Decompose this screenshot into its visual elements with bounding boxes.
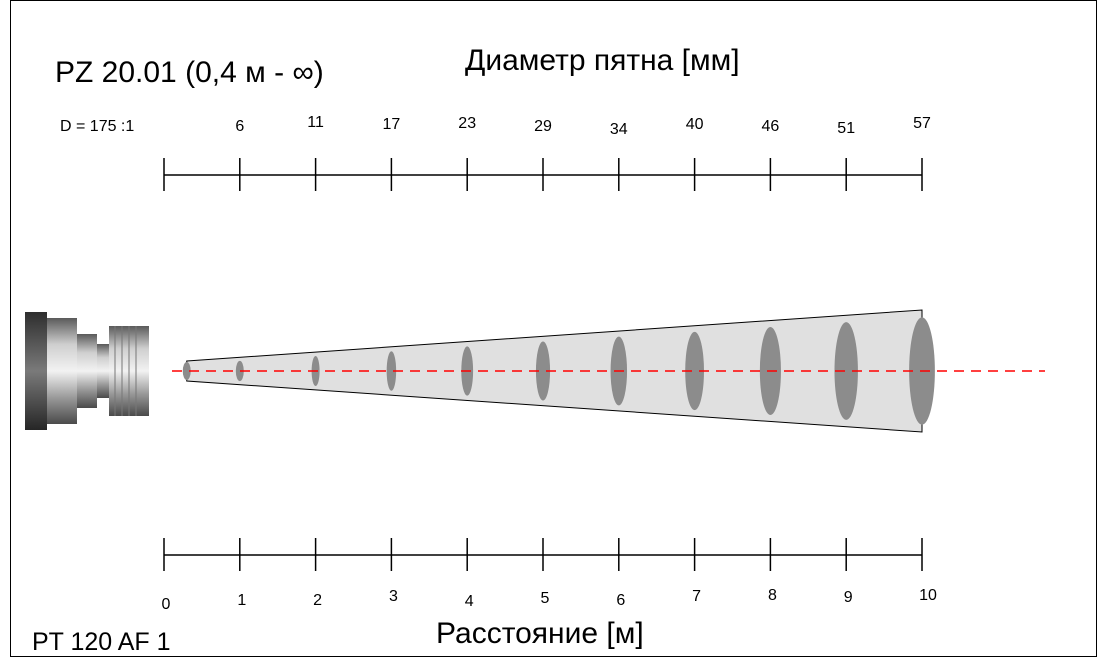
distance-label: 0 (162, 596, 171, 613)
distance-label: 10 (919, 587, 937, 604)
distance-label: 8 (768, 587, 777, 604)
spot-diameter-label: 51 (837, 120, 855, 137)
spot-ellipse (386, 351, 397, 391)
bottom-scale (163, 538, 923, 571)
spot-ellipse (535, 341, 551, 401)
spot-diameter-label: 11 (307, 114, 324, 131)
distance-label: 5 (541, 590, 550, 607)
spot-ellipse (235, 360, 244, 382)
distance-label: 2 (313, 592, 322, 609)
distance-labels: 0 1 2 3 4 5 6 7 8 9 10 (162, 587, 937, 613)
spot-diameter-label: 6 (235, 118, 244, 135)
distance-label: 7 (692, 588, 701, 605)
model-label: PT 120 AF 1 (32, 628, 171, 656)
distance-label: 6 (616, 592, 625, 609)
spot-diameter-label: 34 (610, 121, 628, 138)
spot-diameter-label: 40 (686, 116, 704, 133)
diagram-frame (10, 0, 1097, 657)
spot-ellipse (685, 331, 704, 411)
ratio-label: D = 175 :1 (60, 118, 134, 135)
bottom-axis-title: Расстояние [м] (436, 617, 644, 650)
spot-diameter-label: 57 (913, 115, 931, 132)
spot-ellipse (834, 322, 858, 420)
distance-label: 9 (844, 589, 853, 606)
spot-diameter-labels: 6 11 17 23 29 34 40 46 51 57 (235, 114, 931, 138)
distance-label: 1 (237, 592, 246, 609)
spot-diameter-label: 17 (383, 116, 401, 133)
top-scale (163, 158, 923, 191)
distance-label: 3 (389, 588, 398, 605)
sensor-device-icon (25, 312, 149, 430)
distance-label: 4 (465, 593, 474, 610)
spot-diameter-label: 29 (534, 118, 552, 135)
top-axis-title: Диаметр пятна [мм] (465, 44, 740, 77)
spot-diameter-label: 23 (458, 115, 476, 132)
spot-ellipse (182, 362, 191, 380)
spot-diameter-label: 46 (762, 118, 780, 135)
chart-title: PZ 20.01 (0,4 м - ∞) (55, 56, 324, 89)
